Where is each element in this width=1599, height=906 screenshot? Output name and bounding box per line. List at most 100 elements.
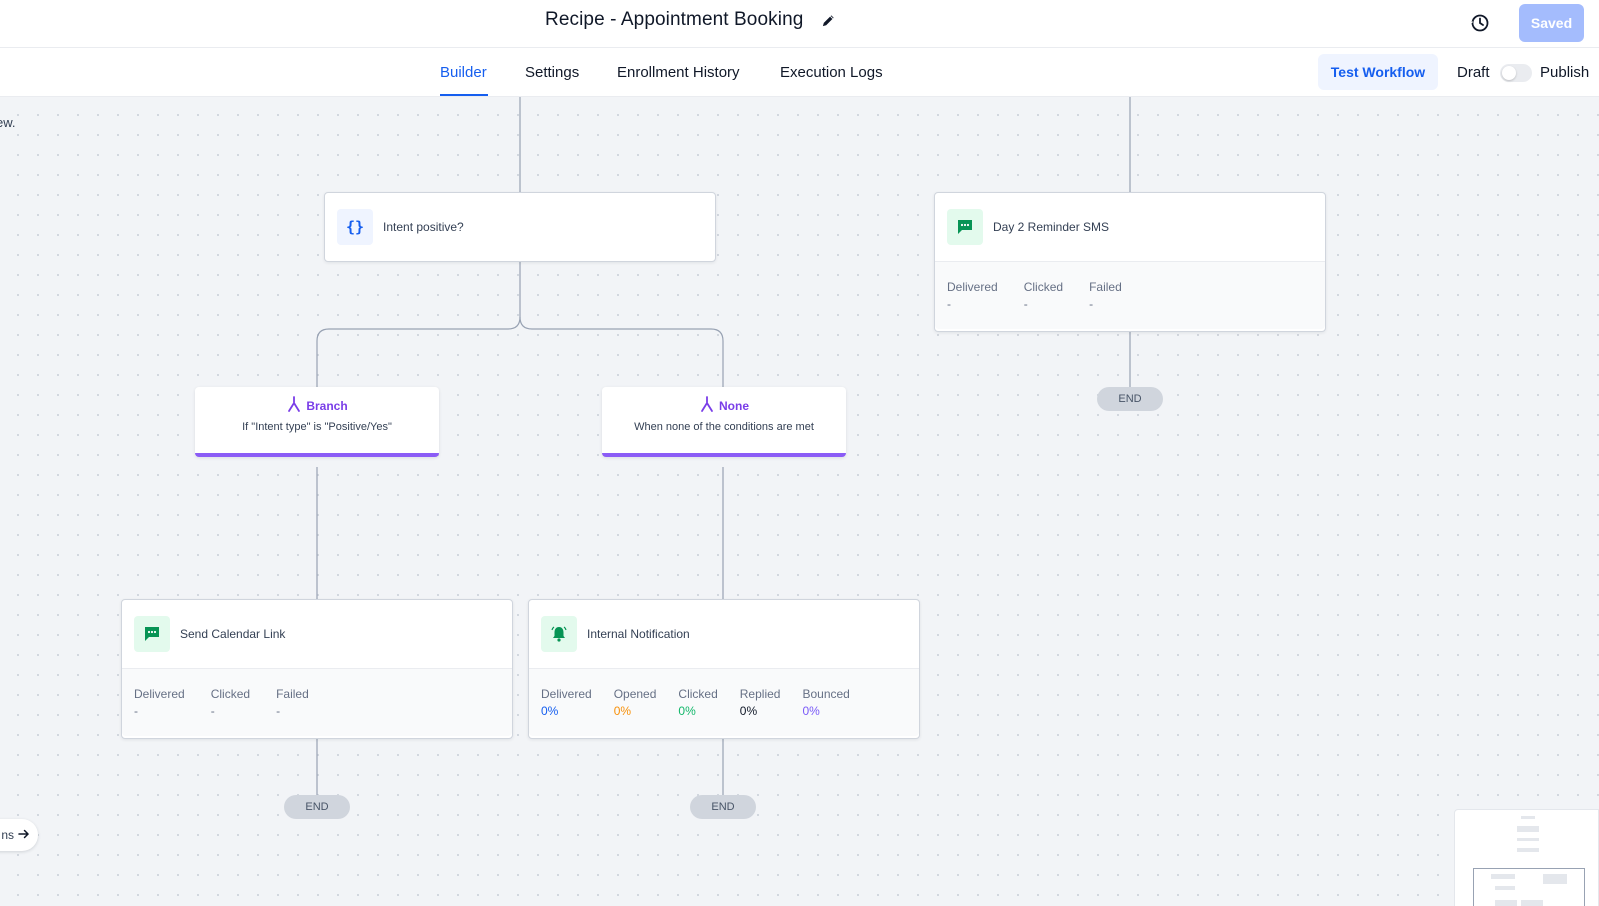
- node-title: Internal Notification: [587, 627, 690, 641]
- node-header: {} Intent positive?: [325, 193, 715, 261]
- stat-value: -: [1089, 297, 1094, 311]
- bell-icon: [541, 616, 577, 652]
- title-wrap: Recipe - Appointment Booking: [545, 9, 837, 31]
- tab-execution-logs[interactable]: Execution Logs: [780, 64, 883, 81]
- active-tab-indicator: [440, 94, 488, 96]
- stat-label: Failed: [1089, 280, 1122, 294]
- stat-bounced: Bounced 0%: [802, 687, 849, 736]
- node-header: Day 2 Reminder SMS: [935, 193, 1325, 261]
- minimap-node: [1517, 826, 1539, 832]
- test-workflow-button[interactable]: Test Workflow: [1318, 54, 1438, 90]
- code-braces-icon: {}: [337, 209, 373, 245]
- node-title: Day 2 Reminder SMS: [993, 220, 1110, 234]
- branch-label: Branch: [306, 398, 348, 413]
- internal-notification-node[interactable]: Internal Notification Delivered 0% Opened…: [528, 599, 920, 739]
- connector-lines: [316, 97, 1131, 802]
- branch-icon: [286, 395, 302, 416]
- history-icon[interactable]: [1466, 9, 1494, 37]
- toggle-knob: [1502, 66, 1516, 80]
- stat-value: -: [276, 704, 281, 718]
- stat-label: Opened: [613, 687, 657, 701]
- minimap-node: [1495, 886, 1515, 890]
- stat-label: Bounced: [802, 687, 850, 701]
- stat-label: Delivered: [134, 687, 185, 701]
- minimap-node: [1521, 900, 1543, 906]
- stat-replied: Replied 0%: [740, 687, 781, 736]
- side-link-text: ns: [1, 828, 14, 842]
- branch-name: Branch: [195, 395, 439, 416]
- intent-condition-node[interactable]: {} Intent positive?: [324, 192, 716, 262]
- side-panel-link[interactable]: ns: [0, 819, 38, 851]
- stat-clicked: Clicked -: [211, 687, 250, 736]
- stat-value: -: [947, 297, 951, 311]
- branch-yes-node[interactable]: Branch If "Intent type" is "Positive/Yes…: [195, 387, 439, 457]
- workflow-title: Recipe - Appointment Booking: [545, 9, 804, 30]
- node-stats: Delivered - Clicked - Failed -: [122, 668, 512, 736]
- minimap[interactable]: [1454, 809, 1599, 906]
- node-stats: Delivered 0% Opened 0% Clicked 0% Replied 0%…: [529, 668, 919, 736]
- minimap-node: [1517, 848, 1539, 852]
- branch-icon: [699, 395, 715, 416]
- stat-label: Delivered: [947, 280, 998, 294]
- minimap-node: [1543, 874, 1567, 884]
- node-stats: Delivered - Clicked - Failed -: [935, 261, 1325, 329]
- stat-label: Clicked: [678, 687, 718, 701]
- minimap-node: [1495, 900, 1517, 906]
- stat-label: Clicked: [210, 687, 251, 701]
- stat-label: Replied: [739, 687, 781, 701]
- stat-failed: Failed -: [1089, 280, 1122, 329]
- node-title: Intent positive?: [383, 220, 464, 234]
- workflow-canvas[interactable]: ew. {} Intent positive? Day 2 Reminder S…: [0, 97, 1599, 906]
- tab-settings[interactable]: Settings: [525, 64, 580, 81]
- tab-builder[interactable]: Builder: [440, 64, 487, 81]
- stat-label: Failed: [276, 687, 309, 701]
- svg-text:{}: {}: [346, 218, 364, 236]
- minimap-node: [1521, 816, 1535, 819]
- stat-label: Clicked: [1023, 280, 1064, 294]
- arrow-right-icon: [18, 828, 30, 843]
- stat-failed: Failed -: [276, 687, 309, 736]
- publish-label: Publish: [1540, 64, 1590, 81]
- stat-delivered: Delivered -: [134, 687, 185, 736]
- stat-value: 0%: [802, 704, 820, 718]
- stat-value: -: [210, 704, 215, 718]
- branch-description: When none of the conditions are met: [634, 421, 814, 433]
- stat-value: 0%: [678, 704, 696, 718]
- end-pill: END: [284, 795, 350, 819]
- stat-value: 0%: [739, 704, 758, 718]
- stat-label: Delivered: [541, 687, 592, 701]
- pencil-icon[interactable]: [819, 11, 837, 29]
- minimap-viewport[interactable]: [1473, 868, 1585, 906]
- node-title: Send Calendar Link: [180, 627, 286, 641]
- top-bar: Recipe - Appointment Booking Saved: [0, 0, 1599, 48]
- end-pill: END: [1097, 387, 1163, 411]
- minimap-node: [1491, 874, 1515, 879]
- partial-canvas-text: ew.: [0, 115, 16, 130]
- branch-name: None: [602, 395, 846, 416]
- stat-delivered: Delivered 0%: [541, 687, 592, 736]
- tab-enrollment-history[interactable]: Enrollment History: [617, 64, 740, 81]
- tab-bar: Builder Settings Enrollment History Exec…: [0, 48, 1599, 97]
- stat-value: 0%: [613, 704, 632, 718]
- publish-toggle[interactable]: [1500, 64, 1532, 82]
- sms-icon: [947, 209, 983, 245]
- end-pill: END: [690, 795, 756, 819]
- branch-label: None: [719, 398, 749, 413]
- node-header: Internal Notification: [529, 600, 919, 668]
- saved-button[interactable]: Saved: [1519, 4, 1584, 42]
- draft-label: Draft: [1457, 64, 1490, 81]
- node-header: Send Calendar Link: [122, 600, 512, 668]
- stat-delivered: Delivered -: [947, 280, 998, 329]
- stat-value: 0%: [541, 704, 559, 718]
- branch-none-node[interactable]: None When none of the conditions are met: [602, 387, 846, 457]
- day2-reminder-sms-node[interactable]: Day 2 Reminder SMS Delivered - Clicked - F…: [934, 192, 1326, 332]
- stat-value: -: [134, 704, 138, 718]
- send-calendar-link-node[interactable]: Send Calendar Link Delivered - Clicked - F…: [121, 599, 513, 739]
- stat-clicked: Clicked -: [1024, 280, 1063, 329]
- stat-value: -: [1023, 297, 1028, 311]
- stat-clicked: Clicked 0%: [678, 687, 717, 736]
- branch-description: If "Intent type" is "Positive/Yes": [242, 421, 392, 433]
- stat-opened: Opened 0%: [614, 687, 657, 736]
- sms-icon: [134, 616, 170, 652]
- minimap-node: [1517, 838, 1539, 841]
